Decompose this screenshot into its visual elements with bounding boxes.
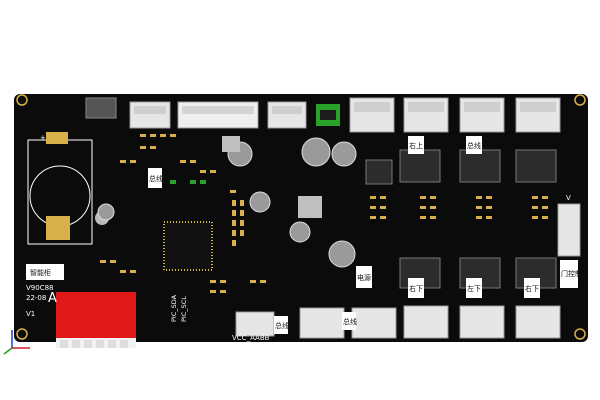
version-line1-label: V90C88 [26,284,54,292]
version-short-label: V1 [26,310,35,318]
i2c-scl-label: PIC_SCL [180,296,188,322]
i2c-sda-label: PIC_SDA [170,294,178,322]
ribbon-connector [177,101,259,129]
right-down-label: 右下 [525,284,539,293]
pin-row-label: VCC_AABB [232,334,270,342]
right-up-label: 右上 [409,141,423,150]
bottom-connectors [235,203,581,339]
mounting-holes [16,94,586,340]
big-letter-label: A [48,291,57,306]
red-terminal-block [56,292,136,348]
connector-bus-label: 总线 [275,321,289,330]
connector-bus2-label: 总线 [343,317,357,326]
left-down2-label: 左下 [467,284,481,293]
usb-connector [85,97,117,119]
door-control-label: 门控制 [561,269,582,278]
status-leds [170,180,206,184]
capacitors [97,137,357,268]
v-label: V [566,194,571,202]
xyz-axis-icon [3,330,30,355]
left-down-label: 右下 [409,284,423,293]
power-label: 电源 [357,273,371,282]
plus-label: + [40,134,46,142]
version-line2-label: 22-08 [26,294,46,302]
silk-labels: 智能柜 V90C88 22-08 A V1 PIC_SDA PIC_SCL VC… [26,134,582,342]
top-connectors [85,97,561,133]
inductors [222,136,322,218]
connector-bus3-label: 总线 [467,141,481,150]
module-tag-label: 智能柜 [30,268,51,277]
top-bus-label: 总线 [149,174,163,183]
smd-pads [100,134,548,293]
mcu-chip [163,221,213,271]
